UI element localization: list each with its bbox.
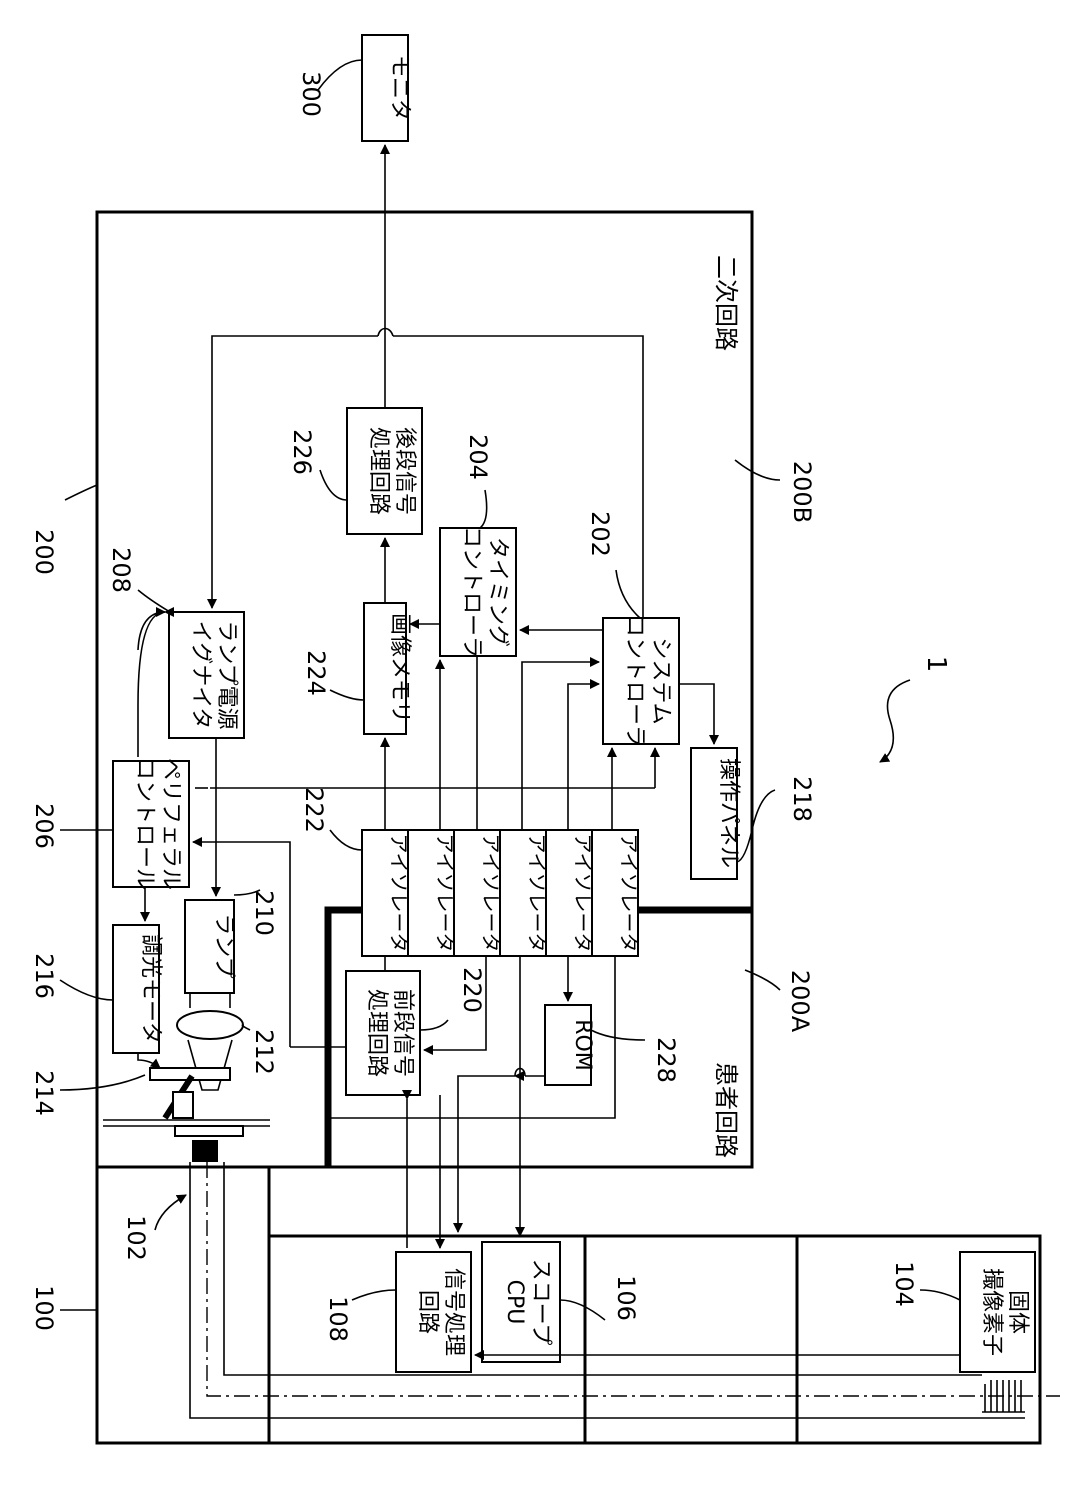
dimming-motor-label: 調光モータ	[138, 934, 163, 1044]
isolator-label-6: アイソレータ	[617, 834, 641, 953]
ref-208: 208	[107, 547, 135, 593]
pre-signal-label-2: 処理回路	[364, 989, 389, 1077]
isolator-stack: アイソレータ アイソレータ アイソレータ アイソレータ アイソレータ アイソレー…	[362, 830, 641, 956]
condenser-lens	[177, 1011, 243, 1039]
isolator-label-1: アイソレータ	[387, 834, 411, 953]
ref-214: 214	[30, 1070, 58, 1116]
ref-210: 210	[250, 890, 278, 936]
image-sensor-label-2: 撮像素子	[979, 1268, 1004, 1356]
ref-100: 100	[30, 1285, 58, 1331]
isolator-label-5: アイソレータ	[571, 834, 595, 953]
ref-220: 220	[458, 967, 486, 1013]
ref-206: 206	[30, 803, 58, 849]
post-signal-label-2: 処理回路	[366, 427, 391, 515]
ref-1: 1	[921, 656, 951, 673]
signal-proc-label-1: 信号処理	[441, 1268, 466, 1356]
post-signal-label-1: 後段信号	[392, 427, 417, 515]
ref-106: 106	[612, 1275, 640, 1321]
ref-secondary-circuit: 二次回路	[712, 255, 740, 351]
rom-label: ROM	[570, 1019, 595, 1071]
isolator-label-3: アイソレータ	[479, 834, 503, 953]
ref-102: 102	[122, 1215, 150, 1261]
ref-200: 200	[30, 529, 58, 575]
ref-228: 228	[652, 1037, 680, 1083]
scope-cpu-label-2: CPU	[502, 1280, 527, 1325]
ref-224: 224	[302, 650, 330, 696]
timing-label-2: コントローラ	[459, 526, 484, 658]
image-sensor-label-1: 固体	[1005, 1290, 1030, 1334]
lamp-label: ランプ	[211, 913, 236, 978]
system-label-2: コントローラ	[622, 615, 647, 747]
signal-proc-label-2: 回路	[415, 1290, 440, 1334]
light-guide-connector	[192, 1140, 218, 1162]
scope-cpu-label-1: スコープ	[528, 1259, 553, 1346]
ref-104: 104	[890, 1261, 918, 1307]
ref-216: 216	[30, 953, 58, 999]
ref-200b: 200B	[788, 461, 816, 523]
ref-202: 202	[586, 511, 614, 557]
ref-204: 204	[464, 434, 492, 480]
operation-panel-label: 操作パネル	[716, 758, 741, 868]
scope-body-frame	[269, 1236, 1040, 1443]
scope-frame	[97, 1167, 269, 1443]
ref-300: 300	[297, 71, 325, 117]
isolator-label-4: アイソレータ	[525, 834, 549, 953]
ref-212: 212	[250, 1029, 278, 1075]
lamp-power-label-1: ランプ電源	[214, 620, 239, 729]
isolator-label-2: アイソレータ	[433, 834, 457, 953]
ref-218: 218	[788, 776, 816, 822]
monitor-label: モニタ	[387, 55, 412, 121]
ref-226: 226	[288, 429, 316, 475]
ref-222: 222	[300, 787, 328, 833]
image-memory-label: 画像メモリ	[387, 613, 412, 723]
pre-signal-label-1: 前段信号	[390, 989, 415, 1077]
peripheral-label-1: ペリフェラル	[158, 758, 183, 890]
ref-patient-circuit: 患者回路	[712, 1062, 740, 1158]
timing-label-1: タイミング	[485, 537, 510, 647]
system-label-1: システム	[648, 637, 673, 724]
ref-108: 108	[324, 1296, 352, 1342]
peripheral-label-2: コントロール	[132, 758, 157, 890]
ref-200a: 200A	[786, 970, 814, 1033]
lamp-power-label-2: イグナイタ	[188, 621, 213, 730]
